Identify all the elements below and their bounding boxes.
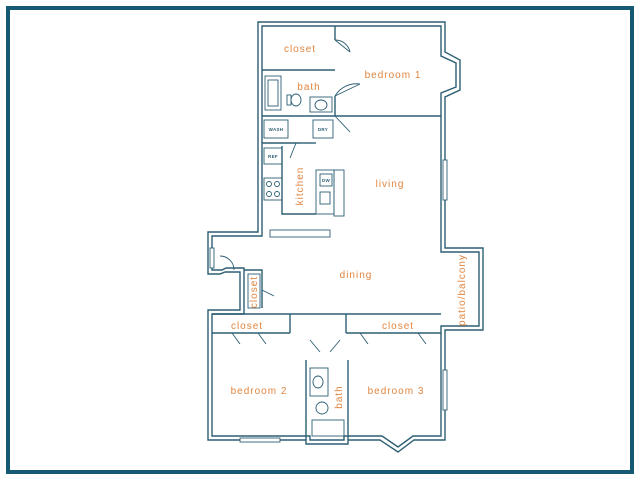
doors — [219, 39, 427, 353]
bath2-label: bath — [334, 385, 345, 408]
refrigerator-label: REF — [268, 154, 278, 159]
bedroom3-label: bedroom 3 — [368, 386, 425, 397]
exterior-walls — [207, 21, 484, 453]
washer-label: WASH — [269, 127, 284, 132]
interior-walls — [209, 26, 448, 443]
closet-bed2-label: closet — [231, 321, 263, 332]
closet-bed3-label: closet — [382, 321, 414, 332]
closet-hall-label: closet — [249, 276, 260, 308]
bath-master-label: bath — [297, 82, 320, 93]
dining-label: dining — [340, 270, 373, 281]
kitchen-label: kitchen — [295, 167, 306, 206]
dishwasher-label: DW — [322, 178, 331, 183]
patio-label: patio/balcony — [457, 254, 468, 326]
living-label: living — [376, 179, 405, 190]
outer-frame — [6, 6, 634, 474]
bedroom1-label: bedroom 1 — [365, 70, 422, 81]
dryer-label: DRY — [318, 127, 328, 132]
bedroom2-label: bedroom 2 — [231, 386, 288, 397]
closet-master-label: closet — [284, 44, 316, 55]
